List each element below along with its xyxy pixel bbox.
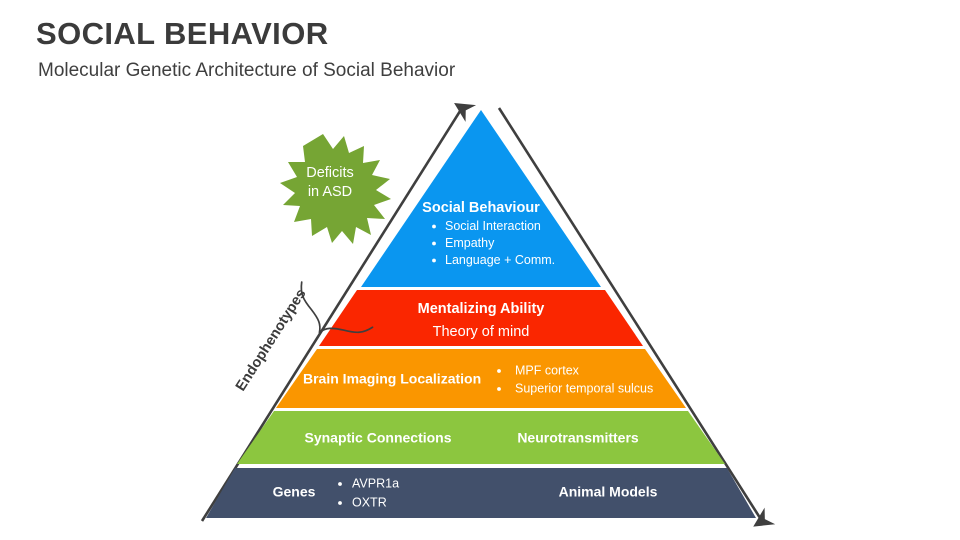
pyramid-level-synaptic-neurotransmitters[interactable]: Synaptic Connections Neurotransmitters (237, 411, 725, 464)
starburst-line-2: in ASD (308, 184, 352, 200)
pyramid-level-genes-animal-models[interactable]: Genes AVPR1a OXTR Animal Models (206, 468, 756, 518)
level-heading-social-behaviour: Social Behaviour (422, 200, 540, 216)
pyramid-level-mentalizing-ability[interactable]: Mentalizing Ability Theory of mind (319, 290, 643, 346)
bullet-dot-icon (497, 387, 501, 391)
page-subtitle: Molecular Genetic Architecture of Social… (38, 60, 456, 81)
page-title: SOCIAL BEHAVIOR (36, 16, 329, 51)
deficits-in-asd-starburst[interactable]: Deficits in ASD (280, 134, 391, 244)
level-shape-navy (206, 468, 756, 518)
bullet-dot-icon (432, 258, 436, 263)
level-heading-synaptic-connections: Synaptic Connections (304, 430, 451, 446)
level-heading-mentalizing-ability: Mentalizing Ability (418, 301, 545, 317)
level-shape-orange (276, 349, 686, 408)
bullet-dot-icon (432, 241, 436, 246)
level-shape-green (237, 411, 725, 464)
level-bullet-social-interaction: Social Interaction (445, 219, 541, 233)
right-down-arrow (497, 107, 776, 527)
level-heading-neurotransmitters: Neurotransmitters (517, 430, 639, 446)
level-shape-red (319, 290, 643, 346)
level-heading-brain-imaging-localization: Brain Imaging Localization (303, 371, 481, 387)
bullet-dot-icon (338, 482, 342, 486)
level-shape-blue (361, 110, 601, 287)
level-bullet-oxtr: OXTR (352, 495, 387, 509)
level-subtext-theory-of-mind: Theory of mind (433, 324, 530, 340)
starburst-line-1: Deficits (306, 165, 354, 181)
level-bullet-superior-temporal-sulcus: Superior temporal sulcus (515, 381, 653, 395)
level-bullet-language-comm: Language + Comm. (445, 253, 555, 267)
level-heading-genes: Genes (273, 484, 316, 500)
endophenotypes-brace-icon (300, 281, 374, 334)
pyramid-level-brain-imaging-localization[interactable]: Brain Imaging Localization MPF cortex Su… (276, 349, 686, 408)
level-heading-animal-models: Animal Models (559, 484, 658, 500)
bullet-dot-icon (338, 501, 342, 505)
starburst-shape (280, 134, 391, 244)
bullet-dot-icon (432, 224, 436, 229)
level-bullet-mpf-cortex: MPF cortex (515, 363, 580, 377)
level-bullet-avpr1a: AVPR1a (352, 476, 399, 490)
level-bullet-empathy: Empathy (445, 236, 495, 250)
pyramid-level-social-behaviour[interactable]: Social Behaviour Social Interaction Empa… (361, 110, 601, 287)
bullet-dot-icon (497, 369, 501, 373)
